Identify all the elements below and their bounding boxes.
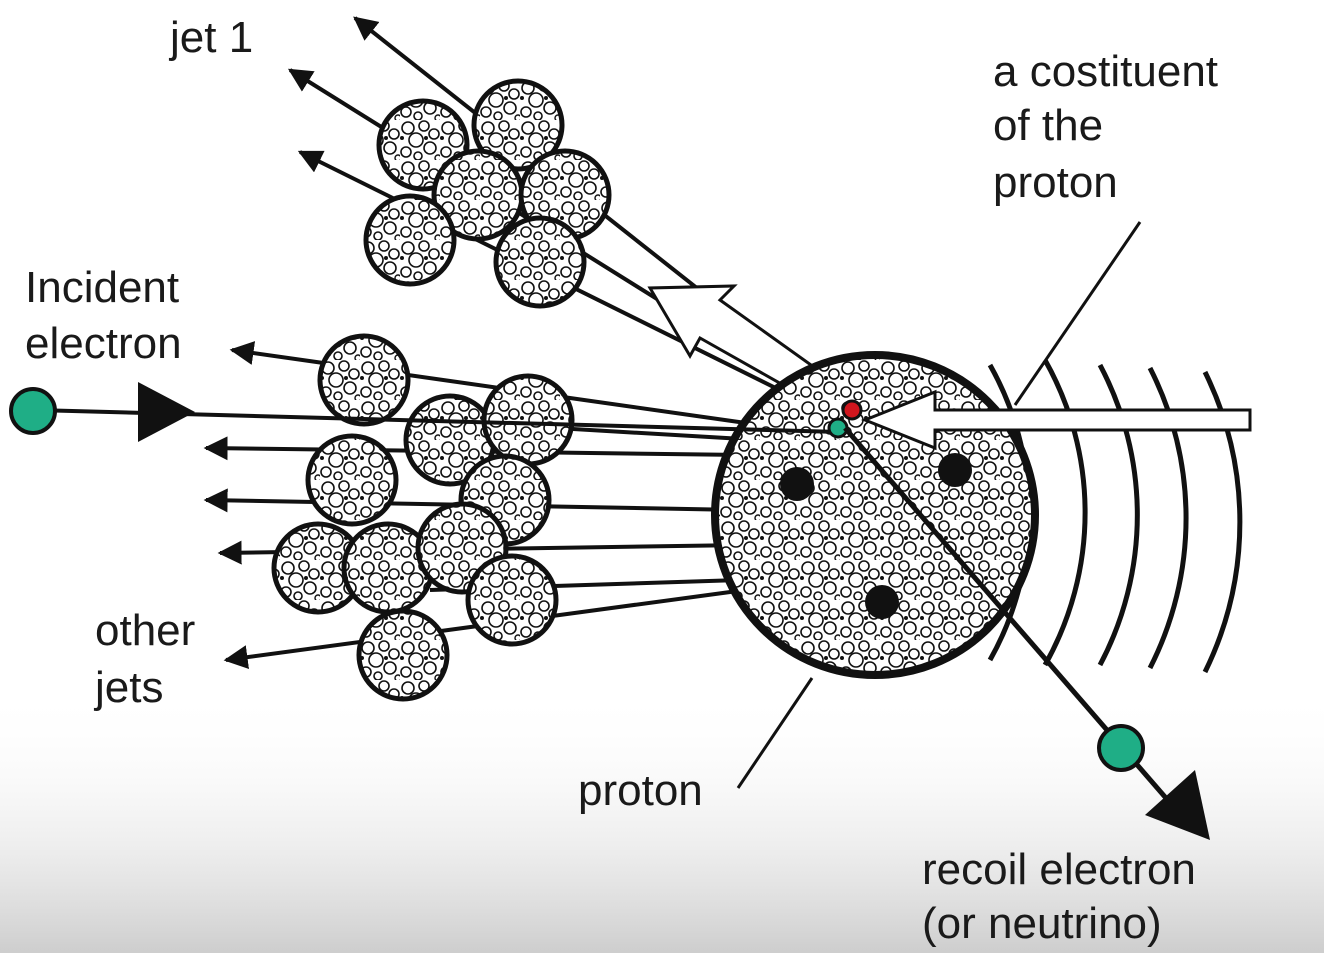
proton-quark-1 bbox=[780, 467, 814, 501]
label-constituent-line2: of the bbox=[993, 101, 1103, 150]
label-recoil-line2: (or neutrino) bbox=[922, 899, 1162, 948]
label-other-jets-line2: jets bbox=[93, 663, 163, 712]
label-incident-line2: electron bbox=[25, 319, 182, 368]
proton-quark-3 bbox=[865, 585, 899, 619]
recoil-electron-icon bbox=[1099, 726, 1143, 770]
label-constituent-line3: proton bbox=[993, 158, 1118, 207]
jet1-cluster bbox=[366, 81, 609, 306]
incident-arrowhead bbox=[138, 382, 195, 442]
photon-arrow bbox=[865, 392, 1250, 448]
label-constituent-line1: a costituent bbox=[993, 47, 1218, 96]
label-jet1: jet 1 bbox=[168, 13, 253, 62]
constituent-red-dot bbox=[843, 401, 861, 419]
other-jets-cluster bbox=[274, 336, 572, 699]
label-incident-line1: Incident bbox=[25, 263, 179, 312]
label-proton: proton bbox=[578, 766, 703, 815]
label-other-jets-line1: other bbox=[95, 606, 195, 655]
proton-sphere bbox=[715, 355, 1035, 675]
constituent-green-dot bbox=[829, 419, 847, 437]
label-recoil-line1: recoil electron bbox=[922, 845, 1196, 894]
incident-electron-icon bbox=[11, 389, 55, 433]
proton-quark-2 bbox=[938, 453, 972, 487]
constituent-leader bbox=[1015, 222, 1140, 405]
